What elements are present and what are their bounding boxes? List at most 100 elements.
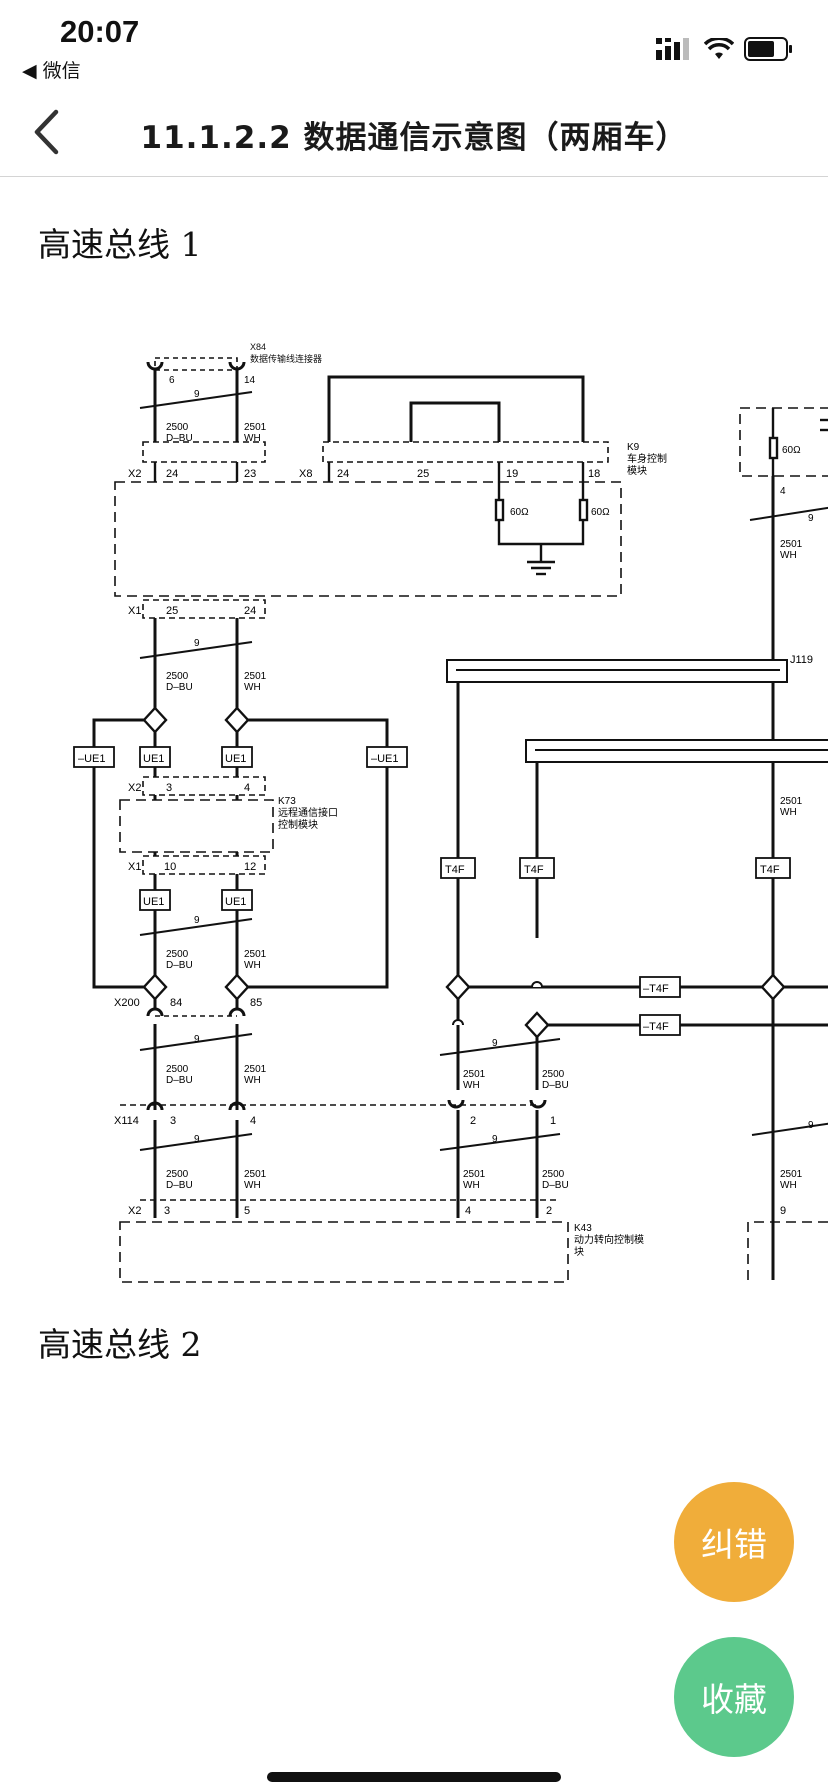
- page-title: 11.1.2.2 数据通信示意图（两厢车）: [140, 120, 688, 156]
- wifi-icon: [704, 38, 734, 59]
- section-title-bus-2: 高速总线 2: [38, 1325, 202, 1364]
- pin-label: 2: [546, 1205, 552, 1217]
- connector-label: X1: [128, 861, 141, 873]
- j119-label: J119: [790, 654, 813, 666]
- wire-label: WH: [463, 1180, 480, 1191]
- option-label: –T4F: [643, 1021, 669, 1033]
- pin-label: 85: [250, 997, 262, 1009]
- twist-label: 9: [194, 1134, 200, 1145]
- wire-label: 2500: [166, 671, 189, 682]
- wire-label: 2501: [244, 1169, 267, 1180]
- option-label: –UE1: [78, 753, 106, 765]
- home-indicator[interactable]: [267, 1772, 561, 1782]
- nav-bar: 11.1.2.2 数据通信示意图（两厢车）: [0, 88, 828, 177]
- pin-label: 6: [169, 375, 175, 386]
- pin-label: 4: [780, 486, 786, 497]
- wire-label: WH: [780, 1180, 797, 1191]
- k73-name: 控制模块: [278, 818, 318, 831]
- connector-label: X1: [128, 605, 141, 617]
- favorite-button[interactable]: 收藏: [674, 1637, 794, 1757]
- wire-label: D–BU: [166, 433, 193, 444]
- pin-label: 25: [166, 605, 178, 617]
- pin-label: 12: [244, 861, 256, 873]
- pin-label: 18: [588, 468, 600, 480]
- pin-label: 2: [470, 1115, 476, 1127]
- pin-label: 19: [506, 468, 518, 480]
- wire-label: 2501: [780, 539, 803, 550]
- wire-label: 2500: [542, 1169, 565, 1180]
- section-title-bus-1: 高速总线 1: [38, 225, 202, 264]
- option-label: –UE1: [371, 753, 399, 765]
- option-label: UE1: [225, 753, 246, 765]
- wire-label: 2500: [166, 422, 189, 433]
- pin-label: 3: [170, 1115, 176, 1127]
- twist-label: 9: [492, 1134, 498, 1145]
- wire-label: 2500: [542, 1069, 565, 1080]
- twist-label: 9: [194, 1034, 200, 1045]
- k73-id: K73: [278, 796, 296, 807]
- wire-label: D–BU: [166, 1075, 193, 1086]
- x84-id: X84: [250, 342, 266, 352]
- wire-label: WH: [463, 1080, 480, 1091]
- k73-name: 远程通信接口: [278, 806, 338, 819]
- wire-label: D–BU: [166, 682, 193, 693]
- pin-label: 1: [550, 1115, 556, 1127]
- k43-id: K43: [574, 1223, 592, 1234]
- wiring-diagram: X84 数据传输线连接器 6 14 9 2500 D–BU 2501 WH X2…: [0, 280, 828, 1300]
- pin-label: 4: [465, 1205, 471, 1217]
- wire-label: WH: [244, 682, 261, 693]
- pin-label: 24: [244, 605, 256, 617]
- option-label: T4F: [524, 864, 544, 876]
- wire-label: D–BU: [166, 960, 193, 971]
- k43-name: 块: [574, 1246, 584, 1258]
- wire-label: D–BU: [542, 1180, 569, 1191]
- wire-label: WH: [244, 1180, 261, 1191]
- chevron-left-icon: [34, 109, 59, 155]
- wire-label: 2500: [166, 1064, 189, 1075]
- twist-label: 9: [194, 915, 200, 926]
- wire-label: WH: [780, 550, 797, 561]
- resistor-label: 60Ω: [510, 507, 529, 518]
- resistor-label: 60Ω: [591, 507, 610, 518]
- x84-name: 数据传输线连接器: [250, 353, 322, 364]
- option-label: UE1: [225, 896, 246, 908]
- option-label: UE1: [143, 753, 164, 765]
- wire-label: 2501: [780, 796, 803, 807]
- twist-label: 9: [194, 638, 200, 649]
- wire-label: 2501: [463, 1169, 486, 1180]
- wire-label: WH: [244, 1075, 261, 1086]
- k9-name: 模块: [627, 465, 647, 477]
- nav-back-button[interactable]: [18, 102, 74, 162]
- wire-label: 2501: [244, 671, 267, 682]
- status-time: 20:07: [60, 14, 140, 49]
- wire-label: WH: [244, 960, 261, 971]
- option-label: UE1: [143, 896, 164, 908]
- k9-name: 车身控制: [627, 452, 667, 465]
- wire-label: 2501: [244, 422, 267, 433]
- k9-id: K9: [627, 442, 640, 453]
- pin-label: 4: [244, 782, 250, 794]
- pin-label: 23: [244, 468, 256, 480]
- signal-icon: [656, 38, 689, 60]
- pin-label: 24: [166, 468, 178, 480]
- connector-label: X200: [114, 997, 140, 1009]
- back-to-app-link[interactable]: ◀ 微信: [22, 60, 81, 82]
- option-label: T4F: [760, 864, 780, 876]
- pin-label: 5: [244, 1205, 250, 1217]
- connector-label: X2: [128, 1205, 141, 1217]
- battery-icon: [744, 37, 792, 61]
- error-report-button[interactable]: 纠错: [674, 1482, 794, 1602]
- connector-label: X8: [299, 468, 312, 480]
- pin-label: 3: [166, 782, 172, 794]
- status-icons: [656, 34, 794, 64]
- twist-label: 9: [808, 513, 814, 524]
- pin-label: 84: [170, 997, 182, 1009]
- connector-label: X2: [128, 782, 141, 794]
- wire-label: 2501: [463, 1069, 486, 1080]
- wire-label: D–BU: [166, 1180, 193, 1191]
- wire-label: WH: [244, 433, 261, 444]
- pin-label: 25: [417, 468, 429, 480]
- wire-label: 2500: [166, 949, 189, 960]
- twist-label: 9: [492, 1038, 498, 1049]
- pin-label: 24: [337, 468, 349, 480]
